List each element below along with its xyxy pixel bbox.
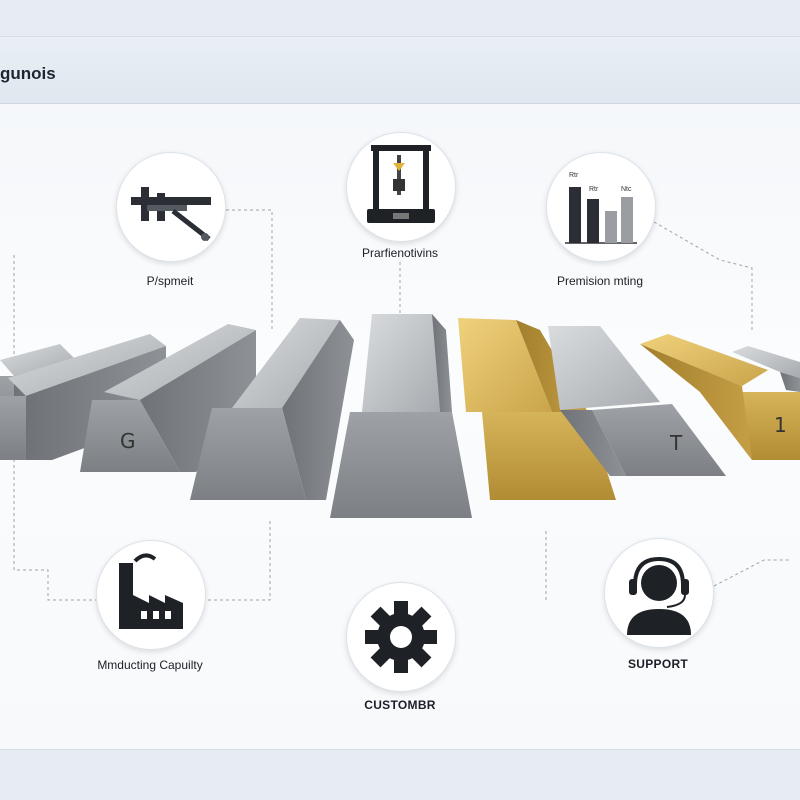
3d-printer-icon [367, 145, 435, 223]
label-factory: Mmducting Capuilty [97, 658, 203, 672]
metal-bars: G T 1 [0, 314, 800, 518]
node-precision[interactable] [116, 152, 226, 262]
label-customer: CUSTOMBR [364, 698, 436, 712]
node-support[interactable] [604, 538, 714, 648]
bar-chart-icon: Rtr Rtr Ntc [565, 172, 637, 244]
bar-7: T [548, 326, 726, 476]
bar-stamp-1: G [120, 429, 136, 453]
bar-4 [190, 318, 354, 500]
bar-8-gold: 1 [640, 334, 800, 460]
bar-5 [330, 314, 472, 518]
chart-label-1: Rtr [569, 172, 579, 179]
node-factory[interactable] [96, 540, 206, 650]
bar-stamp-3: 1 [774, 413, 787, 437]
factory-icon [119, 553, 183, 629]
caliper-icon [131, 187, 211, 241]
label-precision: P/spmeit [146, 274, 194, 288]
gear-icon [365, 601, 437, 673]
bar-9 [732, 346, 800, 392]
chart-label-3: Ntc [621, 186, 632, 193]
chart-label-2: Rtr [589, 186, 599, 193]
node-chart[interactable]: Rtr Rtr Ntc [546, 152, 656, 262]
bar-stamp-2: T [669, 431, 683, 455]
label-printer: Prarfienotivins [361, 246, 439, 260]
headset-icon [627, 556, 691, 635]
title-bar: gunois [0, 37, 800, 104]
node-printer[interactable] [346, 132, 456, 242]
label-chart: Premision mting [556, 274, 644, 288]
node-customer[interactable] [346, 582, 456, 692]
page-title: gunois [0, 64, 56, 83]
label-support: SUPPORT [627, 657, 689, 671]
